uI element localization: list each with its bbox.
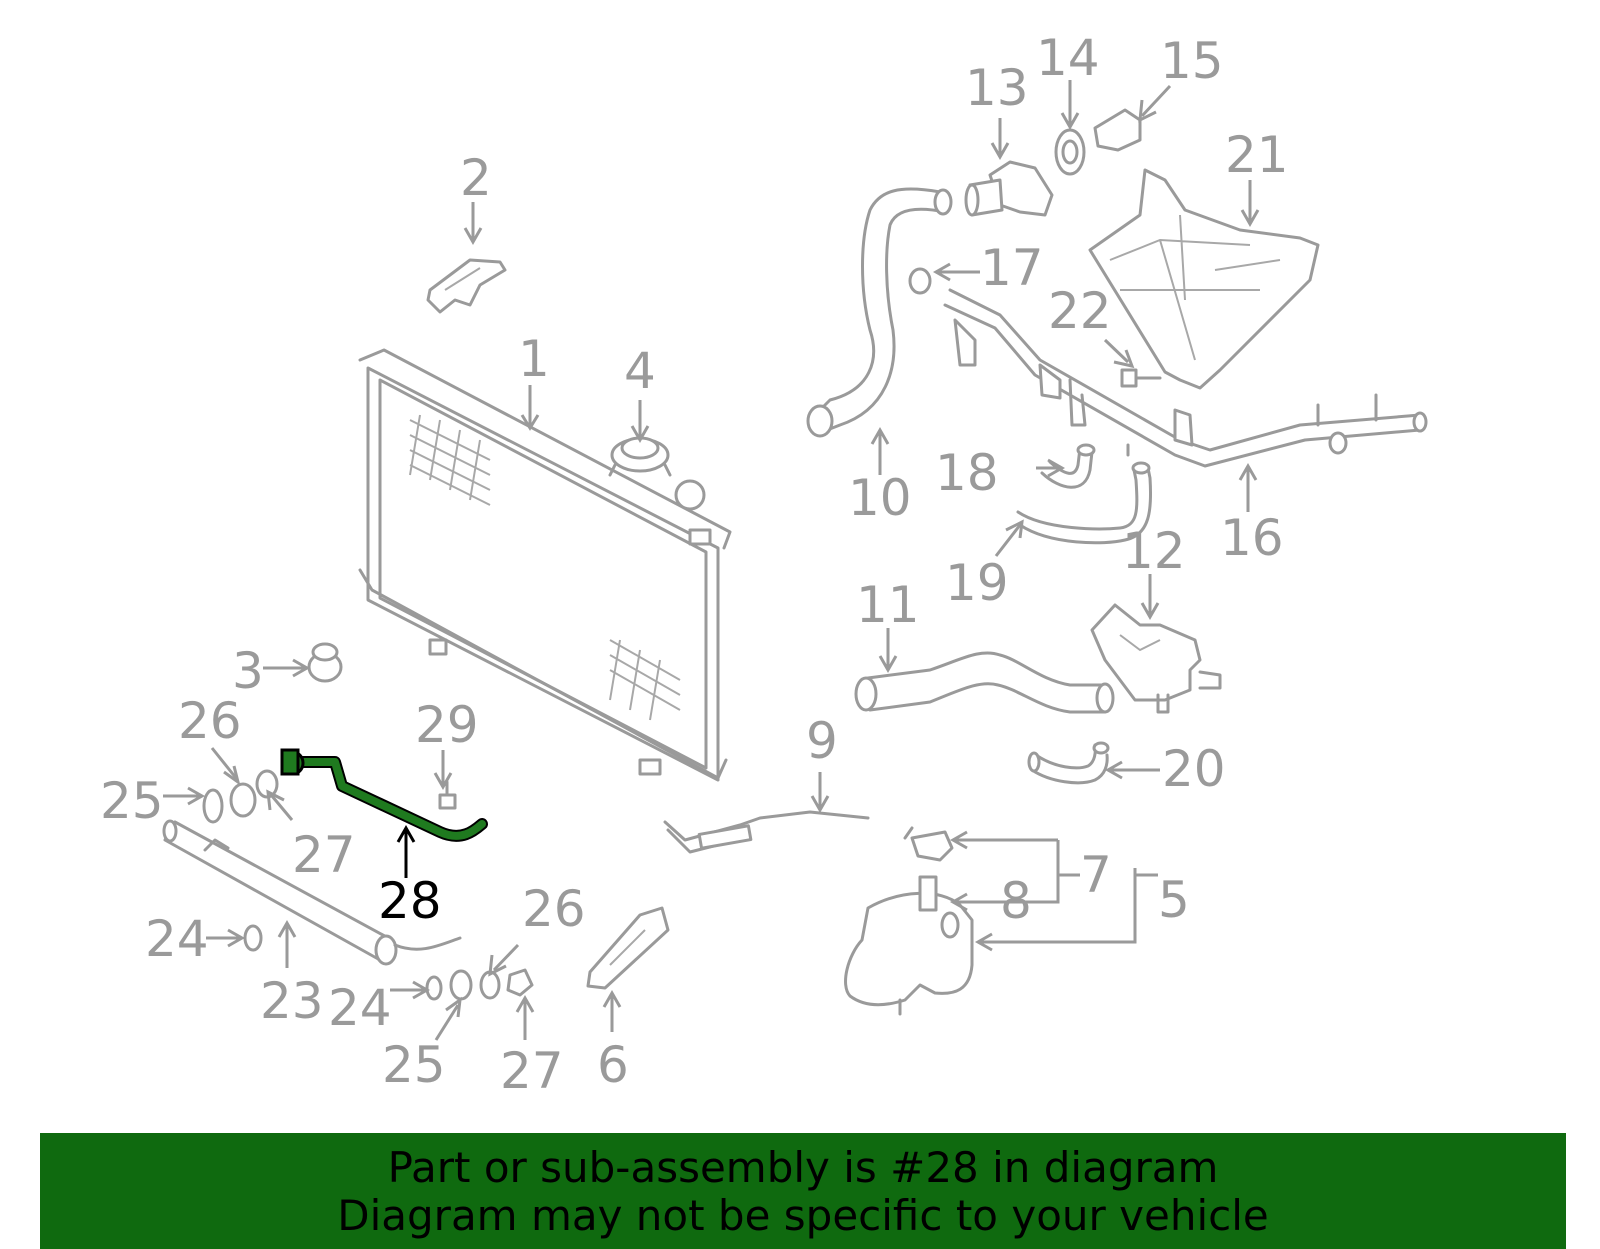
banner-disclaimer: Diagram may not be specific to your vehi… [337, 1191, 1269, 1240]
callout-13: 13 [965, 59, 1029, 117]
callout-27-left: 27 [292, 826, 356, 884]
callout-labels: 1 2 3 4 5 6 7 8 9 10 11 12 13 14 15 16 1… [100, 29, 1289, 1100]
callout-2: 2 [460, 149, 492, 207]
callout-6: 6 [597, 1036, 629, 1094]
callout-18: 18 [935, 444, 999, 502]
heat-shield [1088, 168, 1320, 390]
bolt-22 [1120, 368, 1162, 388]
water-inlet [1090, 603, 1222, 714]
callout-24-bottom: 24 [328, 979, 392, 1037]
oil-cooler-tube [162, 819, 462, 966]
highlighted-hose-28 [280, 748, 488, 842]
right-seals [425, 968, 534, 1001]
upper-hose [806, 187, 953, 438]
callout-3: 3 [232, 642, 264, 700]
callout-16: 16 [1220, 509, 1284, 567]
hose-20 [1027, 741, 1110, 785]
callout-1: 1 [518, 330, 550, 388]
callout-5: 5 [1158, 871, 1190, 929]
callout-22: 22 [1048, 282, 1112, 340]
radiator-cap [608, 436, 672, 477]
callout-28: 28 [378, 872, 442, 930]
coolant-reservoir [844, 826, 974, 1016]
reservoir-bracket [586, 906, 670, 990]
info-banner: Part or sub-assembly is #28 in diagram D… [40, 1133, 1566, 1249]
thermostat-housing [964, 108, 1142, 217]
callout-25-left: 25 [100, 772, 164, 830]
upper-bracket [426, 258, 507, 314]
hose-18 [1040, 443, 1096, 489]
bolt-29 [438, 780, 457, 810]
callout-8: 8 [1000, 872, 1032, 930]
radiator [358, 348, 732, 782]
callout-12: 12 [1122, 522, 1186, 580]
leader-lines [163, 80, 1260, 1041]
drain-plug [307, 642, 343, 683]
callout-19: 19 [945, 554, 1009, 612]
callout-11: 11 [856, 576, 920, 634]
callout-24-left: 24 [145, 910, 209, 968]
callout-7: 7 [1080, 846, 1112, 904]
callout-9: 9 [806, 712, 838, 770]
overflow-tube [663, 810, 870, 854]
callout-14: 14 [1036, 29, 1100, 87]
callout-26-bottom: 26 [522, 880, 586, 938]
callout-15: 15 [1160, 32, 1224, 90]
water-pipe [908, 267, 1428, 468]
callout-21: 21 [1225, 126, 1289, 184]
callout-10: 10 [848, 469, 912, 527]
hose-19 [1016, 461, 1153, 545]
callout-20: 20 [1162, 740, 1226, 798]
left-seals [202, 769, 279, 824]
callout-25-bottom: 25 [382, 1036, 446, 1094]
callout-29: 29 [415, 696, 479, 754]
callout-17: 17 [980, 239, 1044, 297]
callout-27-bottom: 27 [500, 1042, 564, 1100]
callout-26-left: 26 [178, 692, 242, 750]
callout-23: 23 [260, 972, 324, 1030]
callout-4: 4 [624, 342, 656, 400]
banner-part-message: Part or sub-assembly is #28 in diagram [387, 1143, 1219, 1192]
lower-hose [854, 651, 1115, 714]
